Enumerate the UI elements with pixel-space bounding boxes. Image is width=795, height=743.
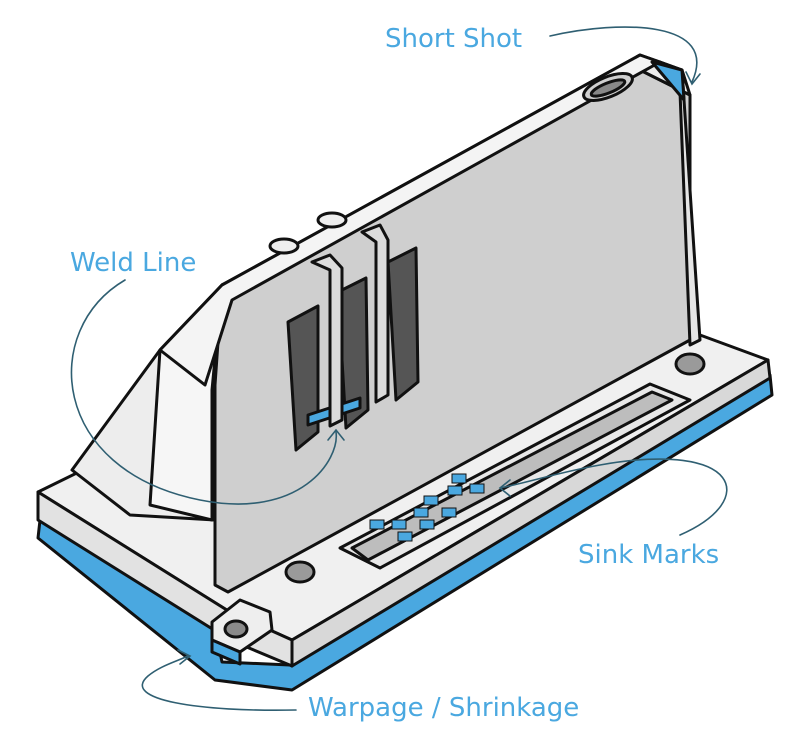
- hook-clip-1: [310, 253, 344, 428]
- sink-marks-arrowhead: [498, 479, 511, 497]
- weld-line-leader: [70, 279, 338, 505]
- mounting-hole: [223, 619, 249, 639]
- label-sink-marks: Sink Marks: [578, 540, 720, 570]
- tab-blue-edge: [210, 638, 242, 666]
- hook-clip-2: [360, 223, 390, 404]
- top-nub-2: [316, 211, 348, 229]
- floor-hole-left: [284, 560, 316, 584]
- base-plate-side: [290, 358, 772, 668]
- short-shot-defect: [650, 60, 686, 102]
- top-oval-slot-inner: [589, 78, 627, 98]
- warpage-leader: [141, 655, 297, 712]
- floor-hole-right: [674, 352, 706, 376]
- warpage-arrowhead: [177, 649, 192, 665]
- label-short-shot: Short Shot: [385, 24, 523, 54]
- floor-long-slot-groove: [350, 390, 674, 562]
- label-weld-line: Weld Line: [70, 248, 197, 278]
- weld-line-arrowhead: [327, 428, 345, 441]
- wall-slot-3: [386, 246, 420, 402]
- sink-marks-defect: [369, 473, 485, 542]
- short-shot-arrowhead: [685, 71, 701, 86]
- top-nub-1: [268, 237, 300, 255]
- sink-marks-leader: [499, 458, 728, 536]
- short-shot-leader: [549, 26, 698, 83]
- label-warpage: Warpage / Shrinkage: [308, 693, 580, 723]
